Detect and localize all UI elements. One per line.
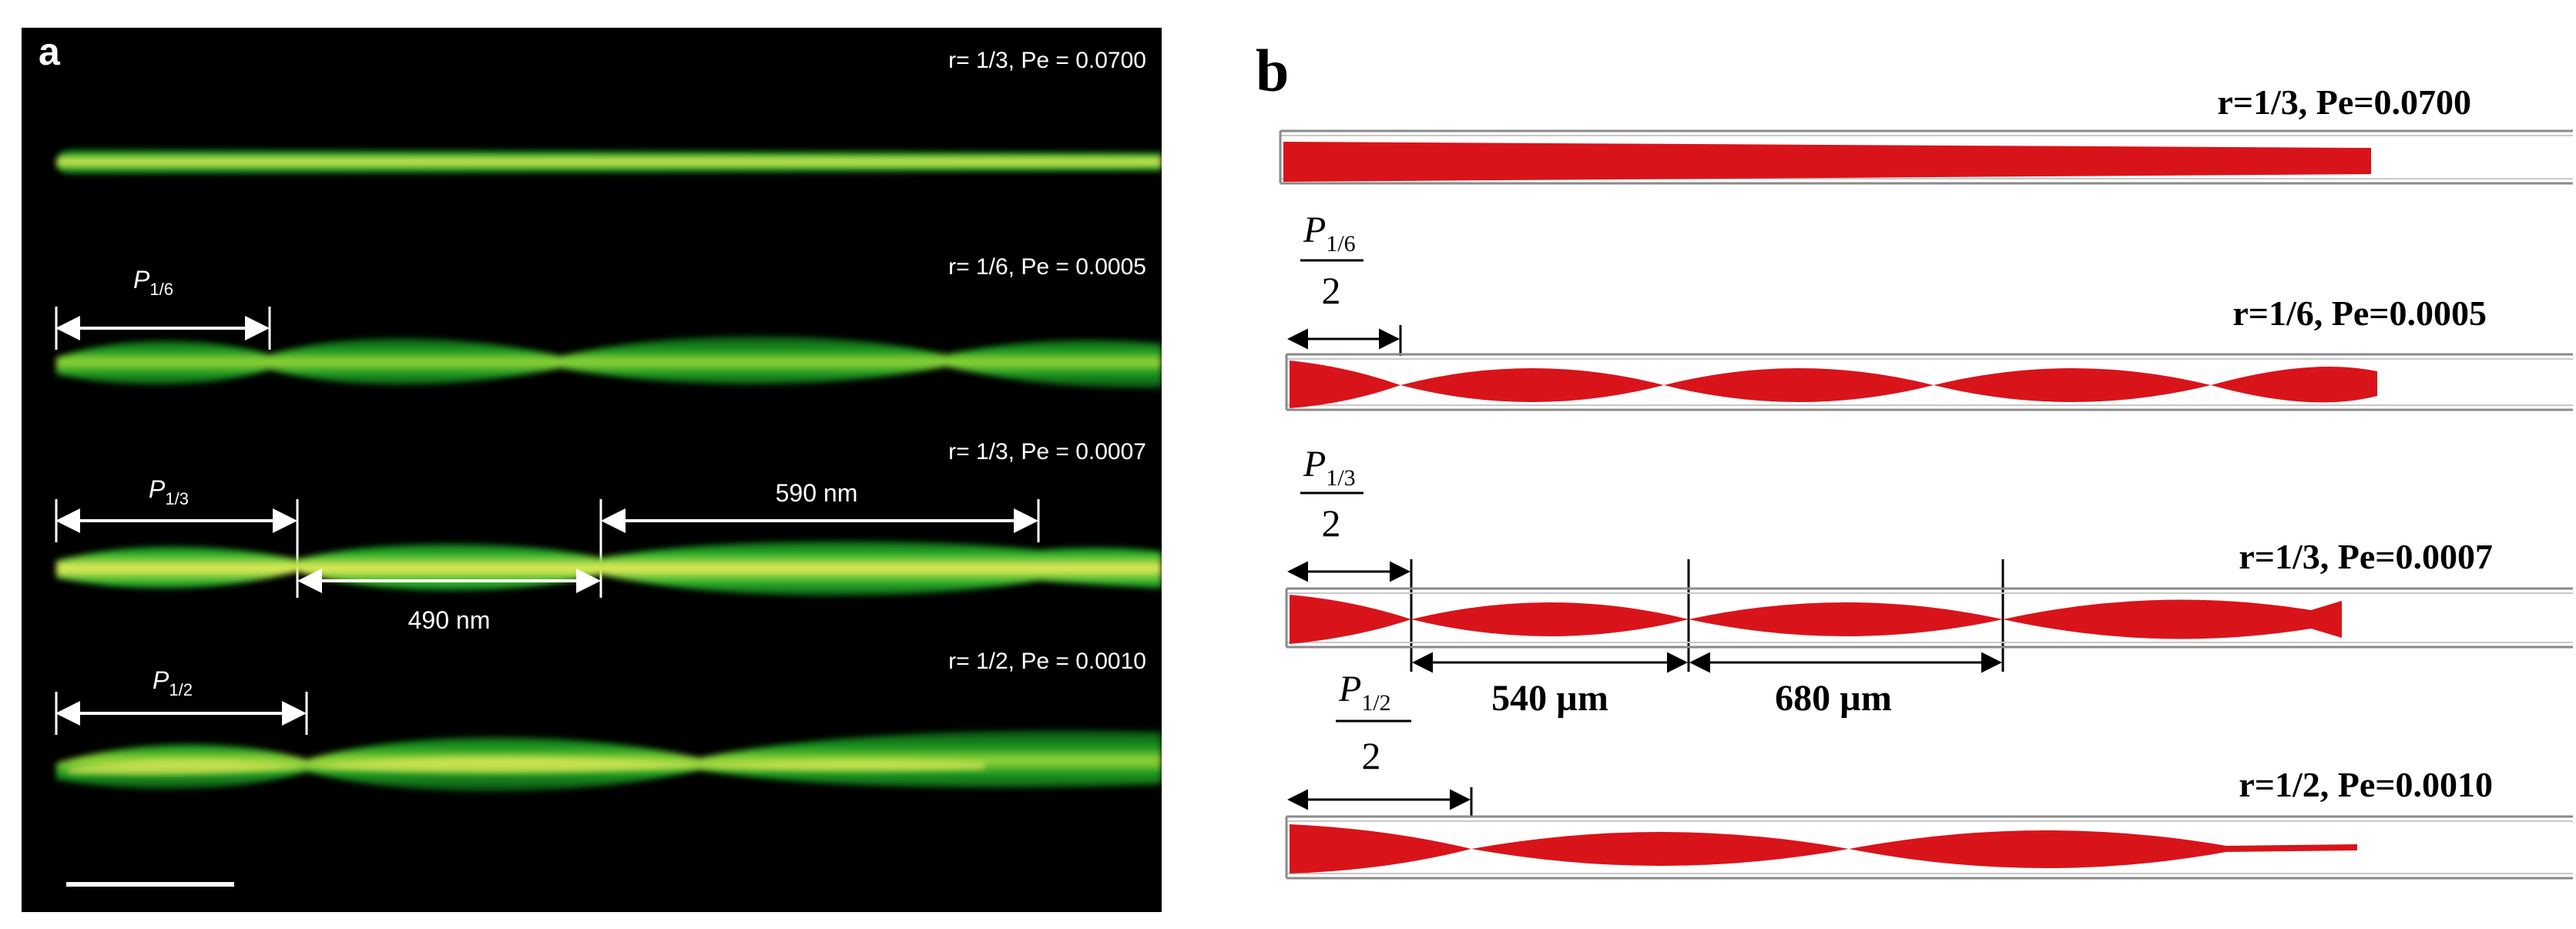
panel-a-fiber-1 (56, 149, 1162, 174)
panel-b-channel-2 (1285, 353, 2573, 411)
panel-a-label: a (39, 30, 61, 73)
panel-a-condition-1: r= 1/3, Pe = 0.0700 (948, 48, 1146, 73)
panel-a-measure-upper: 590 nm (776, 479, 858, 507)
panel-b-denominator-4: 2 (1362, 734, 1381, 777)
panel-b-condition-4: r=1/2, Pe=0.0010 (2239, 765, 2493, 804)
panel-a: a r= 1/3, Pe = 0.0700 r= 1/6, Pe = 0.000… (22, 28, 1162, 912)
panel-b-jet-1 (1283, 142, 2371, 182)
panel-a-period-label-4: P1/2 (153, 666, 193, 699)
panel-b-denominator-2: 2 (1322, 269, 1341, 312)
panel-a-condition-3: r= 1/3, Pe = 0.0007 (948, 439, 1146, 464)
panel-b-jet-3 (1290, 595, 2342, 644)
panel-a-period-label-3: P1/3 (149, 475, 189, 508)
panel-b-jet-2 (1290, 361, 2377, 408)
panel-b-period-label-2: P1/6 (1303, 210, 1356, 257)
panel-a-condition-4: r= 1/2, Pe = 0.0010 (948, 649, 1146, 674)
panel-b-label: b (1256, 37, 1289, 104)
panel-b-svg: b r=1/3, Pe=0.0700 P1/6 2 r=1/6, Pe=0.00… (1256, 37, 2573, 880)
panel-a-measure-lower: 490 nm (408, 606, 491, 634)
panel-b-condition-1: r=1/3, Pe=0.0700 (2217, 82, 2471, 122)
panel-a-fiber-4-core (68, 757, 984, 775)
panel-b-period-label-4: P1/2 (1338, 669, 1391, 716)
panel-a-fiber-3 (56, 541, 1162, 596)
panel-b-denominator-3: 2 (1322, 501, 1341, 545)
panel-b: b r=1/3, Pe=0.0700 P1/6 2 r=1/6, Pe=0.00… (1233, 28, 2573, 912)
panel-b-jet-4 (1290, 824, 2357, 874)
panel-a-svg: a r= 1/3, Pe = 0.0700 r= 1/6, Pe = 0.000… (39, 30, 1162, 887)
panel-a-fiber-2 (56, 336, 1162, 388)
panel-b-channel-4 (1285, 815, 2573, 880)
panel-b-measure-right: 680 µm (1775, 678, 1892, 719)
panel-b-period-label-3: P1/3 (1303, 444, 1356, 491)
panel-b-condition-2: r=1/6, Pe=0.0005 (2232, 293, 2487, 333)
panel-a-condition-2: r= 1/6, Pe = 0.0005 (948, 254, 1146, 280)
panel-b-measure-left: 540 µm (1491, 678, 1608, 719)
panel-b-condition-3: r=1/3, Pe=0.0007 (2239, 537, 2493, 576)
panel-a-period-label-2: P1/6 (133, 266, 173, 299)
panel-b-channel-3 (1285, 587, 2573, 649)
